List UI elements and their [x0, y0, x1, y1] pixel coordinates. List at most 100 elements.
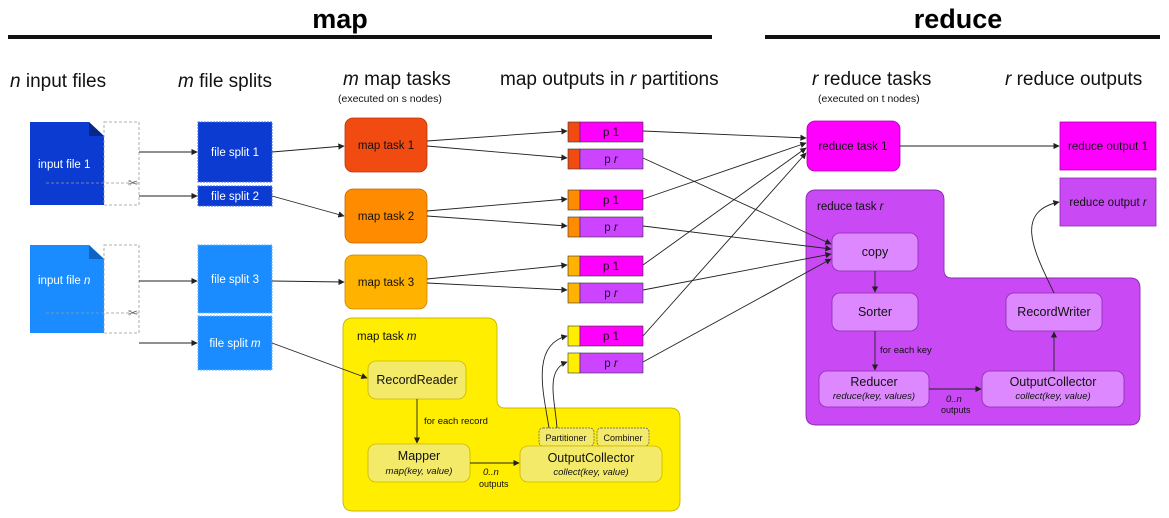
- arrows: [139, 128, 1060, 467]
- svg-text:Combiner: Combiner: [603, 433, 642, 443]
- partition-body: [579, 216, 644, 238]
- svg-text:map task 2: map task 2: [358, 211, 414, 223]
- partition-swatch: [567, 255, 581, 277]
- for-each-key-label: for each key: [880, 345, 932, 356]
- svg-text:file split 3: file split 3: [211, 274, 259, 286]
- partition-p1: p 1: [567, 121, 644, 143]
- svg-text:collect(key, value): collect(key, value): [553, 467, 628, 478]
- partition-label: p r: [604, 222, 619, 234]
- partition-label: p r: [604, 288, 619, 300]
- partition-p1: p 1: [567, 325, 644, 347]
- svg-text:reduce(key, values): reduce(key, values): [833, 391, 915, 402]
- for-each-record-label: for each record: [424, 416, 488, 427]
- partition-p1: p 1: [567, 189, 644, 211]
- partition-swatch: [567, 325, 581, 347]
- svg-text:Partitioner: Partitioner: [545, 433, 586, 443]
- svg-text:OutputCollector: OutputCollector: [1010, 375, 1097, 389]
- svg-text:reduce output r: reduce output r: [1069, 197, 1148, 209]
- split-cut-frame-1: [103, 121, 140, 206]
- file-split-m: file split m: [197, 315, 273, 371]
- map-outputs-word: outputs: [479, 479, 509, 489]
- partition-body: [579, 352, 644, 374]
- column-header-map-tasks: m map tasks: [343, 69, 451, 90]
- svg-text:file split 1: file split 1: [211, 147, 259, 159]
- map-outputs-count: 0..n: [483, 467, 499, 478]
- mapper: Mapper map(key, value): [367, 443, 471, 483]
- column-header-map-outputs: map outputs in r partitions: [500, 69, 719, 90]
- reduce-outputs-count: 0..n: [946, 394, 962, 405]
- input-file-n: input file n: [30, 245, 104, 333]
- partition-pr: p r: [567, 216, 644, 238]
- reduce-output-1: reduce output 1: [1059, 121, 1157, 171]
- scissors-icon: ✂: [128, 176, 138, 190]
- file-split-1: file split 1: [197, 121, 273, 183]
- map-task-2: map task 2: [344, 188, 428, 244]
- reducer: Reducer reduce(key, values): [818, 370, 930, 408]
- reduce-task-1: reduce task 1: [806, 120, 901, 172]
- partition-swatch: [567, 148, 581, 170]
- map-task-m-title: map task m: [357, 331, 417, 343]
- scissors-icon: ✂: [128, 306, 138, 320]
- reduce-task-r-title: reduce task r: [817, 201, 885, 213]
- partition-swatch: [567, 121, 581, 143]
- map-task-1: map task 1: [344, 117, 428, 173]
- svg-text:Reducer: Reducer: [850, 375, 897, 389]
- partition-body: [579, 189, 644, 211]
- record-reader: RecordReader: [367, 360, 467, 400]
- svg-text:Mapper: Mapper: [398, 449, 440, 463]
- svg-text:collect(key, value): collect(key, value): [1015, 391, 1090, 402]
- svg-text:map(key, value): map(key, value): [386, 466, 453, 477]
- svg-text:file split m: file split m: [209, 338, 261, 350]
- partition-swatch: [567, 216, 581, 238]
- map-title: map: [312, 4, 368, 34]
- record-writer: RecordWriter: [1005, 292, 1103, 332]
- file-split-3: file split 3: [197, 244, 273, 314]
- column-subheader-reduce-tasks: (executed on t nodes): [818, 93, 920, 105]
- partition-label: p r: [604, 154, 619, 166]
- partition-swatch: [567, 282, 581, 304]
- copy-step: copy: [831, 232, 919, 272]
- svg-text:copy: copy: [862, 245, 889, 259]
- svg-text:file split 2: file split 2: [211, 191, 259, 203]
- partitions-column: p 1p rp 1p rp 1p rp 1p r: [567, 121, 644, 374]
- partition-body: [579, 148, 644, 170]
- partition-body: [579, 282, 644, 304]
- reduce-output-r: reduce output r: [1059, 177, 1157, 227]
- partition-label: p 1: [603, 127, 619, 139]
- column-header-input-files: n input files: [10, 71, 106, 92]
- column-header-file-splits: m file splits: [178, 71, 272, 92]
- svg-text:map task 3: map task 3: [358, 277, 414, 289]
- reduce-title: reduce: [914, 4, 1003, 34]
- partition-label: p 1: [603, 195, 619, 207]
- svg-text:map task 1: map task 1: [358, 140, 414, 152]
- partition-swatch: [567, 352, 581, 374]
- column-subheader-map-tasks: (executed on s nodes): [338, 93, 442, 105]
- split-cut-frame-n: [103, 244, 140, 334]
- reduce-output-collector: OutputCollector collect(key, value): [981, 370, 1125, 408]
- partition-label: p 1: [603, 331, 619, 343]
- partition-swatch: [567, 189, 581, 211]
- map-task-3: map task 3: [344, 254, 428, 310]
- partition-pr: p r: [567, 282, 644, 304]
- sorter: Sorter: [831, 292, 919, 332]
- file-split-2: file split 2: [197, 185, 273, 207]
- svg-text:OutputCollector: OutputCollector: [548, 451, 635, 465]
- column-header-reduce-outputs: r reduce outputs: [1005, 69, 1142, 90]
- input-file-1: input file 1: [30, 122, 104, 205]
- map-output-collector: OutputCollector collect(key, value): [519, 445, 663, 483]
- reduce-outputs-word: outputs: [941, 405, 971, 415]
- partitioner: Partitioner: [538, 427, 595, 447]
- partition-label: p 1: [603, 261, 619, 273]
- input-file-1-label: input file 1: [38, 159, 90, 171]
- svg-text:RecordWriter: RecordWriter: [1017, 305, 1090, 319]
- svg-text:reduce task 1: reduce task 1: [818, 141, 887, 153]
- svg-text:Sorter: Sorter: [858, 305, 892, 319]
- partition-body: [579, 121, 644, 143]
- svg-text:reduce output 1: reduce output 1: [1068, 141, 1148, 153]
- partition-p1: p 1: [567, 255, 644, 277]
- svg-text:RecordReader: RecordReader: [376, 373, 457, 387]
- input-file-n-label: input file n: [38, 275, 90, 287]
- partition-body: [579, 255, 644, 277]
- combiner: Combiner: [596, 427, 650, 447]
